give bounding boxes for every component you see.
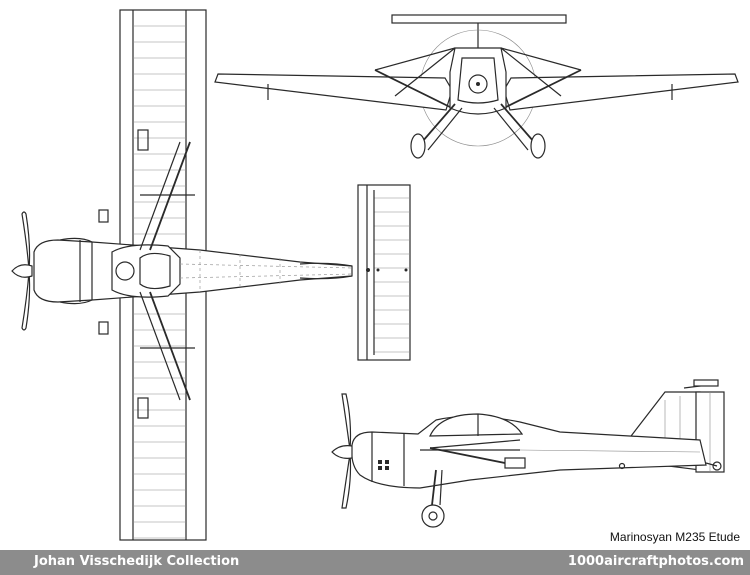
front-view-tailplane	[391, 14, 567, 24]
footer-band: Johan Visschedijk Collection 1000aircraf…	[0, 550, 750, 575]
side-view-canopy	[429, 413, 524, 437]
three-view-drawing	[11, 9, 739, 541]
collection-credit: Johan Visschedijk Collection	[34, 554, 240, 569]
top-view-fuselage	[33, 237, 408, 305]
front-view	[214, 14, 739, 159]
front-view-spinner	[468, 74, 488, 94]
side-view	[331, 379, 725, 528]
front-view-wings	[214, 73, 739, 111]
top-view-struts	[139, 141, 195, 401]
site-credit: 1000aircraftphotos.com	[567, 554, 744, 569]
front-view-struts	[374, 47, 582, 109]
top-view-propeller	[11, 211, 33, 331]
side-view-strut	[429, 439, 526, 469]
top-view-wheel-left	[98, 209, 109, 223]
side-view-propeller	[331, 393, 353, 509]
side-view-landing-gear	[421, 461, 722, 528]
drawing-caption: Marinosyan M235 Etude	[609, 530, 740, 544]
front-view-landing-gear	[410, 103, 546, 159]
top-view-tailplane	[357, 184, 411, 361]
top-view	[11, 9, 411, 541]
top-view-wheel-right	[98, 321, 109, 335]
